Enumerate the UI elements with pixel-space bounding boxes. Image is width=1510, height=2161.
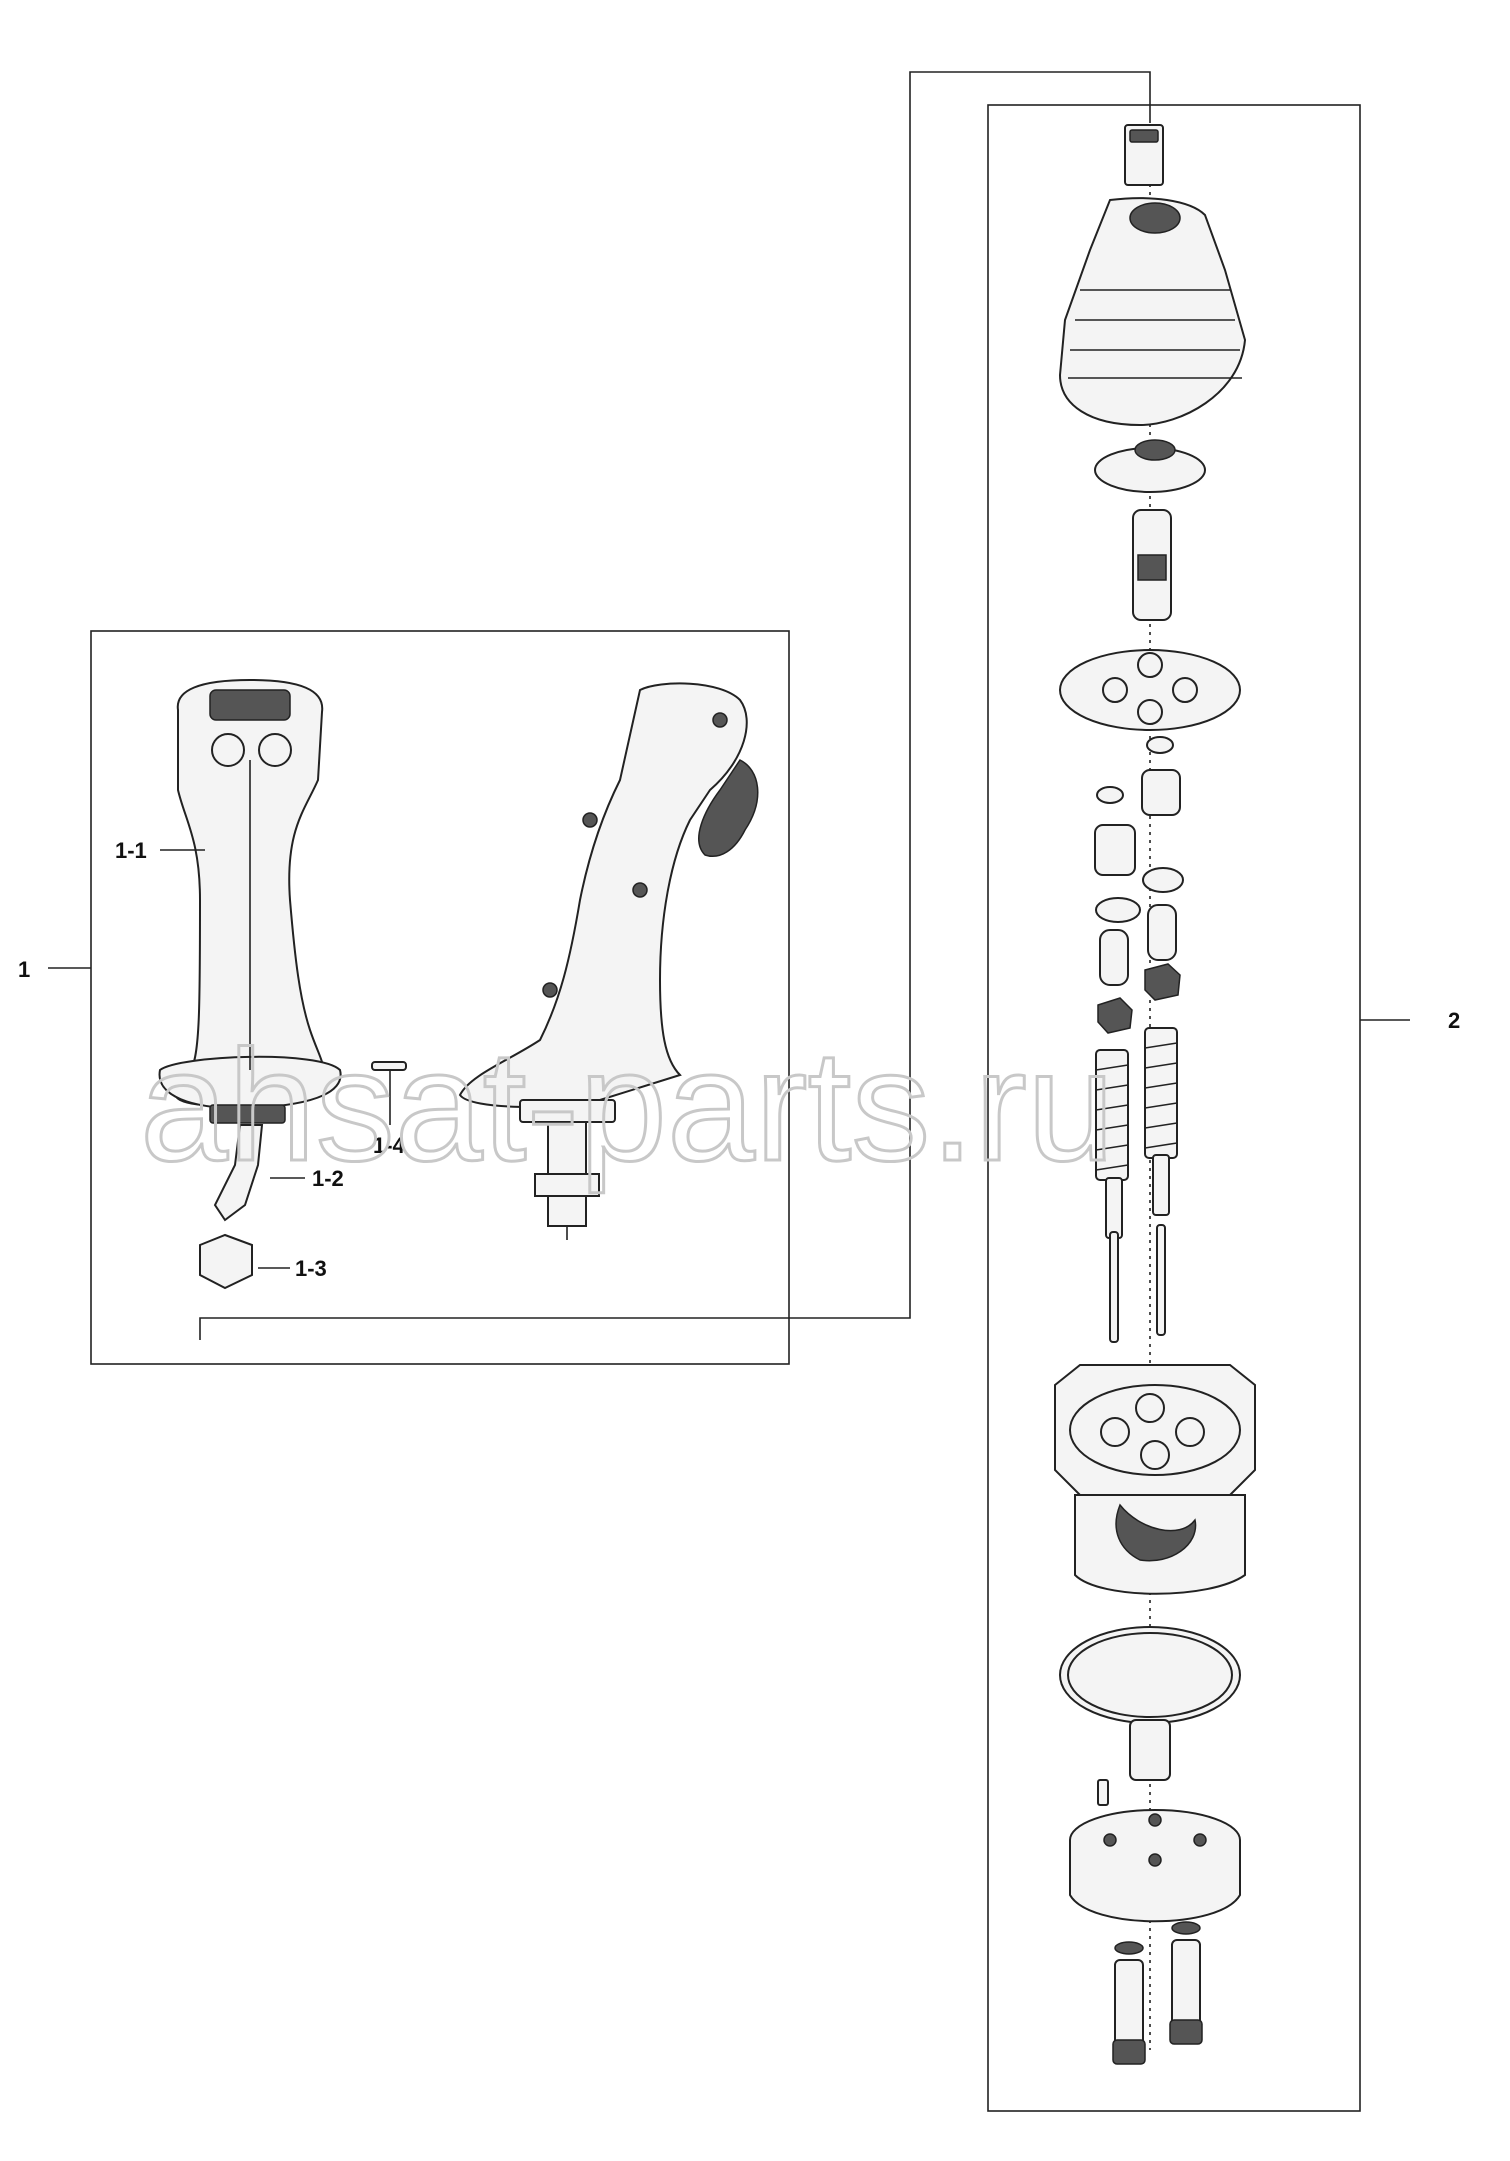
label-assembly-2: 2 (1448, 1008, 1460, 1033)
spring-right (1144, 1027, 1178, 1159)
spring-left (1095, 1049, 1129, 1181)
connector-line (199, 71, 1151, 1340)
watermark-text: ahsat-parts.ru (140, 1018, 1115, 1194)
assembly-2-frame (987, 104, 1361, 2112)
label-part-1-3: 1-3 (295, 1256, 327, 1281)
assembly-1-frame (90, 630, 790, 1365)
label-part-1-1: 1-1 (115, 838, 147, 863)
label-part-1-4: 1-4 (373, 1133, 406, 1158)
label-part-1-2: 1-2 (312, 1166, 344, 1191)
pin-part (371, 1061, 407, 1071)
label-assembly-1: 1 (18, 957, 30, 982)
handle-side-view (458, 682, 759, 1240)
pilot-valve-exploded (1054, 124, 1256, 2065)
handle-front-view (158, 678, 342, 1290)
